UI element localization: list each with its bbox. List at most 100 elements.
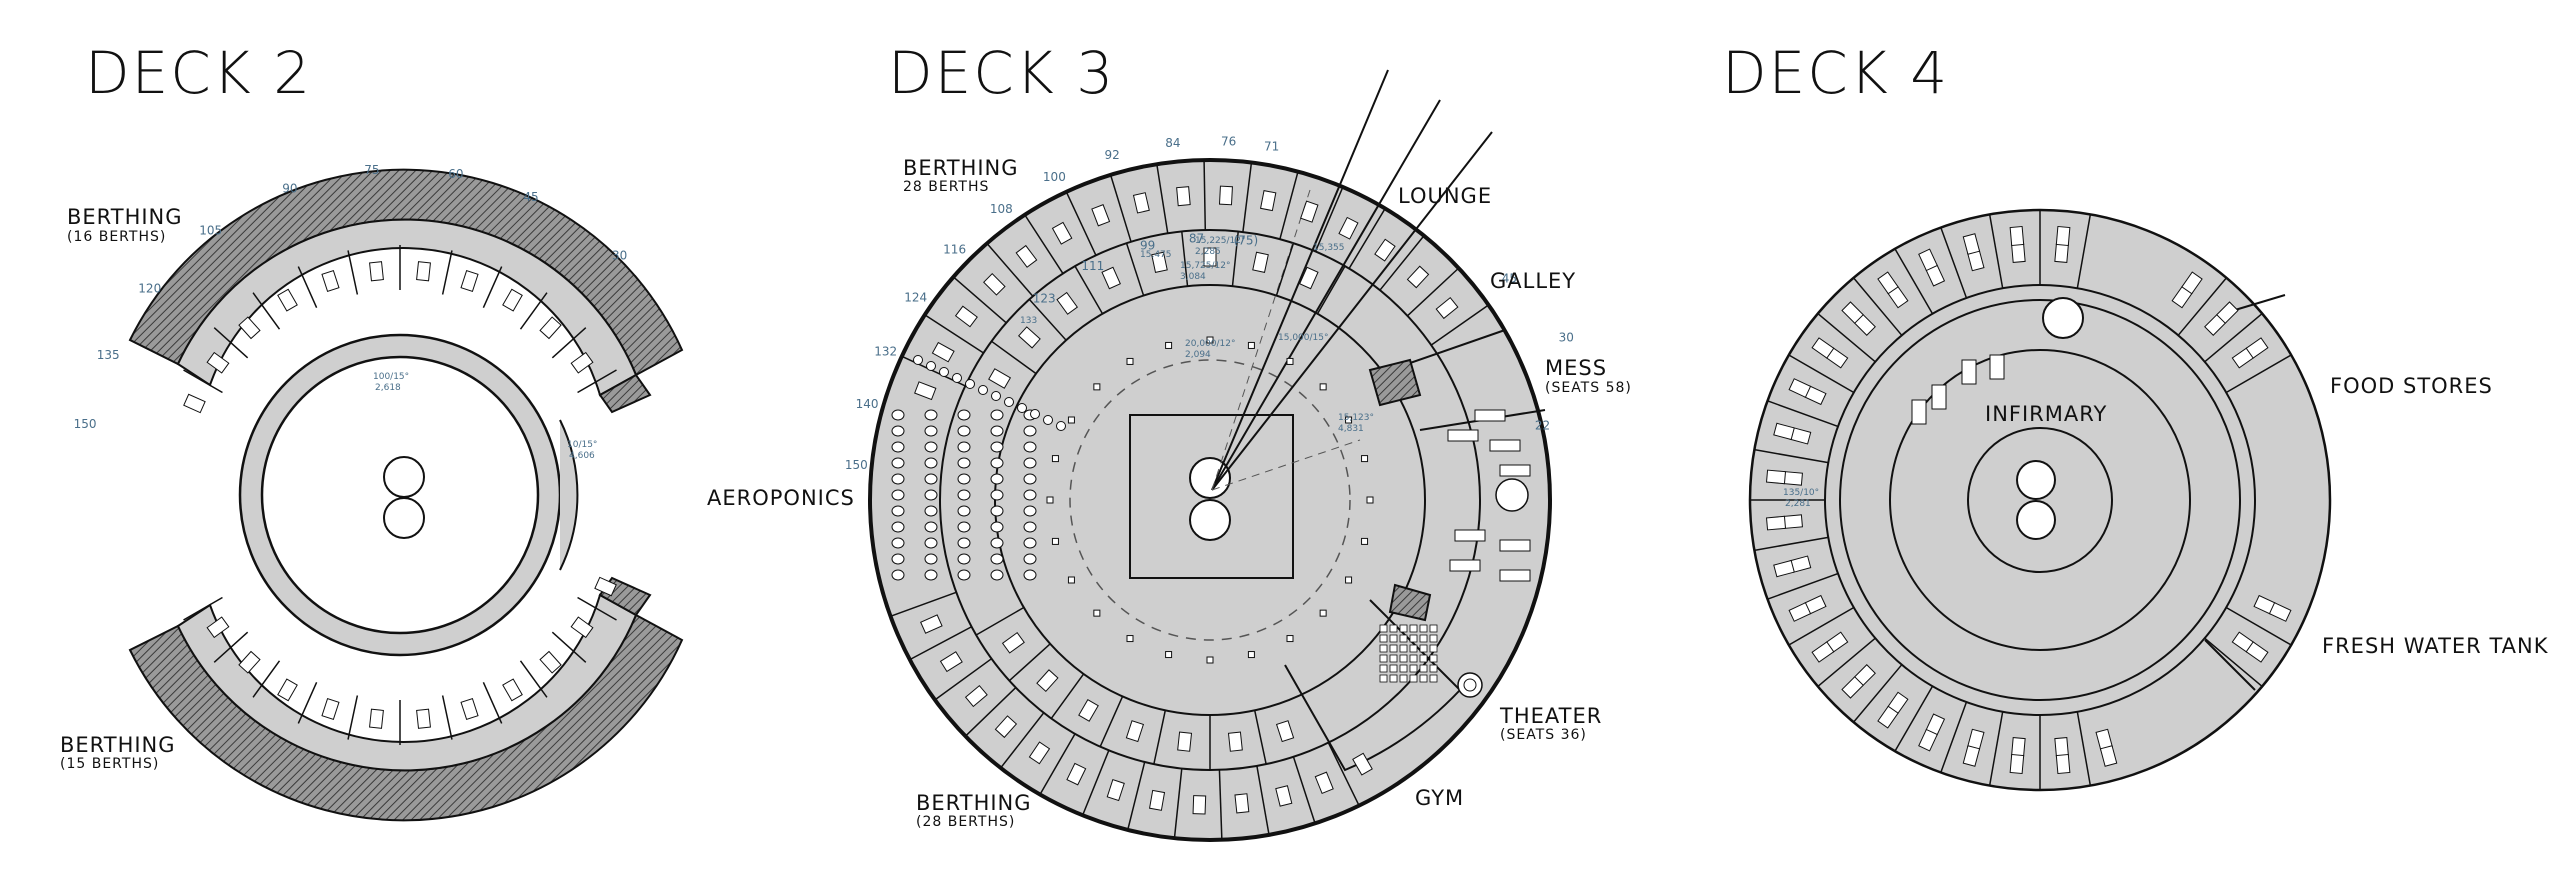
aeroponics-pod (990, 441, 1004, 453)
berth-divider (1000, 712, 1045, 769)
aeroponics-pod (924, 553, 938, 565)
bunk (1782, 471, 1803, 486)
berth-divider (577, 369, 617, 394)
infirmary-bed (1961, 359, 1977, 385)
aeroponics-pod (957, 489, 971, 501)
aeroponics-pod (1017, 403, 1027, 413)
berth-divider (519, 660, 548, 698)
aeroponics-pod (1023, 521, 1037, 533)
berth-divider (347, 695, 359, 740)
bunk (1374, 238, 1396, 262)
track-marker (1206, 336, 1214, 344)
deck-4-hull (1748, 208, 2332, 792)
berth-divider (1127, 761, 1146, 831)
bearing-label: 84 (1165, 136, 1180, 150)
track-marker (1247, 651, 1255, 659)
bunk (2009, 225, 2025, 247)
berth-divider (991, 340, 1037, 375)
deck-3-label-lounge: LOUNGE (1398, 184, 1492, 208)
track-marker (1093, 383, 1101, 391)
aeroponics-pod (1023, 537, 1037, 549)
bearing-label: 92 (1105, 148, 1120, 162)
mess-table (1454, 529, 1486, 542)
deck-3-note: 20,000/12° (1185, 339, 1235, 349)
track-marker (1361, 537, 1369, 545)
berth-divider (1767, 572, 1839, 600)
aeroponics-pod (939, 367, 949, 377)
deck-3-mess-tables (1447, 409, 1531, 582)
bunk (1036, 669, 1059, 692)
aeroponics-pod (990, 521, 1004, 533)
bunk (1962, 745, 1981, 767)
berth-divider (441, 250, 453, 295)
deck-3-theater-stage-inner (1463, 678, 1477, 692)
track-marker (1361, 455, 1369, 463)
bearing-label: 30 (1559, 330, 1574, 344)
aeroponics-pod (1023, 425, 1037, 437)
berth-divider (924, 314, 984, 354)
deck-3-note: 15,123° (1338, 413, 1374, 423)
berth-divider (1348, 208, 1386, 269)
bunk (1028, 741, 1051, 765)
aeroponics-pod (891, 457, 905, 469)
aeroponics-pod (990, 569, 1004, 581)
berth-divider (1125, 242, 1145, 296)
berth-divider (1767, 400, 1839, 428)
berth-divider (297, 266, 318, 309)
berth-divider (519, 292, 548, 330)
track-marker (1165, 651, 1173, 659)
theater-seat (1429, 674, 1438, 683)
deck-3-guide-line (1211, 439, 1361, 491)
bunk (1841, 676, 1864, 699)
aeroponics-pod (990, 425, 1004, 437)
bunk (2011, 242, 2026, 263)
aeroponics-pod (965, 379, 975, 389)
berth-divider (2204, 637, 2263, 687)
berth-divider (1754, 448, 1829, 464)
bearing-label: 150 (845, 458, 868, 472)
berth-divider (2225, 354, 2292, 394)
berth-divider (1316, 265, 1346, 315)
berth-divider (2225, 606, 2292, 646)
aeroponics-pod (957, 425, 971, 437)
bunk (539, 650, 562, 674)
deck-3-note: 2,094 (1185, 350, 1211, 360)
track-marker (1126, 357, 1134, 365)
theater-seat (1389, 654, 1398, 663)
deck-3-sublabel-berthing-south: (28 BERTHS) (916, 814, 1015, 830)
bunk (1176, 186, 1191, 207)
aeroponics-pod (990, 489, 1004, 501)
theater-seat (1399, 674, 1408, 683)
berth-divider (1181, 231, 1189, 287)
theater-seat (1399, 654, 1408, 663)
deck-3-elevator-lower (1189, 499, 1231, 541)
theater-seat (1399, 664, 1408, 673)
deck-3-note: 15,725/12° (1180, 261, 1230, 271)
aeroponics-pod (924, 473, 938, 485)
berth-divider (577, 596, 617, 621)
aeroponics-pod (891, 441, 905, 453)
aeroponics-pod (978, 385, 988, 395)
track-marker (1319, 383, 1327, 391)
deck-3-note: 15,475 (1140, 250, 1172, 260)
theater-seat (1399, 634, 1408, 643)
bunk (321, 697, 340, 721)
aeroponics-pod (957, 569, 971, 581)
track-marker (1366, 496, 1374, 504)
inner-bearing-label: 111 (1081, 259, 1104, 273)
bunk (2011, 737, 2026, 758)
deck-3-note: 2,285 (1195, 247, 1221, 257)
deck-2-berth-dividers (183, 245, 617, 745)
deck-2-elevator-lower (383, 497, 425, 539)
deck-2-upper-stair (598, 373, 652, 414)
deck-3-track-ring (1069, 359, 1351, 641)
deck-3-gym-sector (1284, 599, 1462, 772)
deck-3-track-markers (1046, 336, 1374, 664)
deck-2-note: 4,606 (569, 451, 595, 461)
aeroponics-pod (924, 457, 938, 469)
bunk (1252, 251, 1269, 273)
deck-3-label-mess: MESS (1545, 356, 1607, 380)
deck-3-label-theater: THEATER (1499, 704, 1602, 728)
berth-divider (1074, 265, 1104, 315)
bunk (920, 614, 943, 634)
